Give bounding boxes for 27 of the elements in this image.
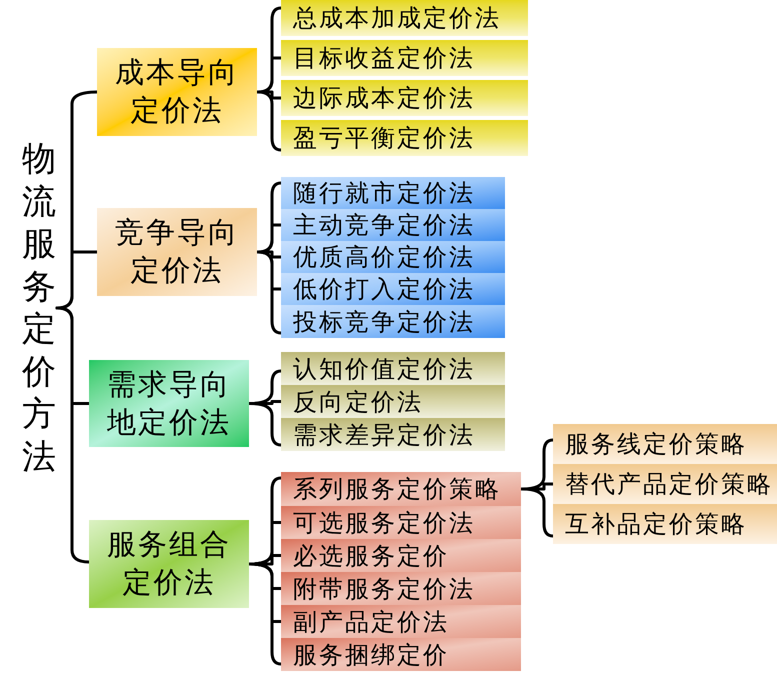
method-box: 认知价值定价法 (281, 352, 505, 385)
method-box: 低价打入定价法 (281, 273, 505, 305)
method-box: 可选服务定价法 (281, 506, 521, 539)
method-box: 服务捆绑定价 (281, 638, 521, 671)
method-box: 必选服务定价 (281, 539, 521, 572)
strategy-box: 互补品定价策略 (553, 504, 777, 544)
category-box: 成本导向定价法 (97, 48, 257, 136)
method-box: 主动竞争定价法 (281, 209, 505, 241)
method-box: 边际成本定价法 (281, 80, 528, 116)
vertical-title: 物流服务定价方法 (22, 138, 56, 478)
strategy-box: 替代产品定价策略 (553, 464, 777, 504)
method-box: 系列服务定价策略 (281, 472, 521, 506)
method-box: 盈亏平衡定价法 (281, 120, 528, 156)
method-box: 目标收益定价法 (281, 40, 528, 76)
method-box: 副产品定价法 (281, 605, 521, 638)
strategy-box: 服务线定价策略 (553, 424, 777, 464)
method-box: 总成本加成定价法 (281, 0, 528, 36)
method-box: 随行就市定价法 (281, 177, 505, 209)
category-box: 竞争导向定价法 (97, 208, 257, 296)
method-box: 反向定价法 (281, 385, 505, 418)
method-box: 投标竞争定价法 (281, 305, 505, 338)
category-box: 服务组合定价法 (89, 520, 249, 608)
method-box: 附带服务定价法 (281, 572, 521, 605)
category-box: 需求导向地定价法 (89, 360, 249, 447)
brace-connector (56, 306, 90, 564)
method-box: 优质高价定价法 (281, 241, 505, 273)
method-box: 需求差异定价法 (281, 418, 505, 451)
